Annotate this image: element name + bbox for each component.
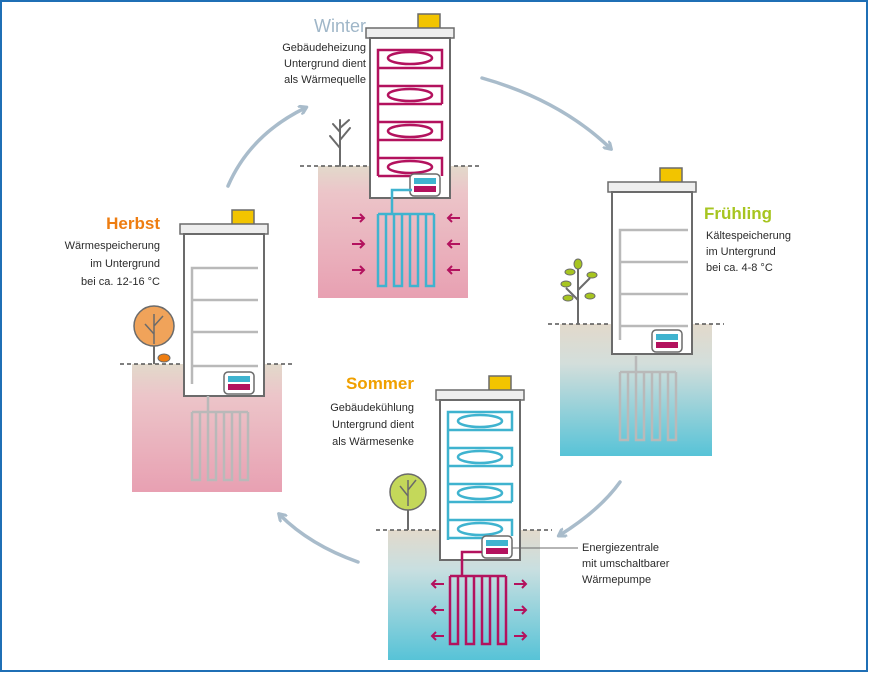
spring-line-2: im Untergrund (706, 246, 776, 258)
winter-title: Winter (313, 16, 366, 36)
summer-line-1: Gebäudekühlung (330, 402, 414, 414)
arrow-spring-to-summer (560, 480, 622, 535)
autumn-tree-icon (133, 305, 175, 364)
spring-scene (548, 167, 724, 456)
autumn-line-2: im Untergrund (90, 258, 160, 270)
spring-line-1: Kältespeicherung (706, 230, 792, 242)
summer-line-2: Untergrund dient (332, 419, 414, 431)
winter-scene (300, 13, 482, 298)
callout-line-1: Energiezentrale (582, 542, 660, 554)
autumn-scene (120, 209, 294, 492)
summer-scene (376, 375, 578, 660)
callout-line-3: Wärmepumpe (582, 574, 652, 586)
summer-building (439, 399, 521, 561)
arrow-winter-to-spring (480, 76, 610, 148)
winter-line-3: als Wärmequelle (284, 74, 366, 86)
spring-title: Frühling (704, 204, 772, 223)
young-tree-icon (560, 258, 598, 324)
winter-line-1: Gebäudeheizung (282, 42, 366, 54)
arrow-summer-to-autumn (280, 515, 360, 564)
spring-line-3: bei ca. 4-8 °C (706, 262, 773, 274)
arrow-autumn-to-winter (226, 108, 305, 188)
summer-title: Sommer (345, 374, 414, 393)
autumn-line-1: Wärmespeicherung (64, 240, 160, 252)
bare-tree-icon (329, 119, 351, 167)
autumn-title: Herbst (106, 214, 160, 233)
leafy-tree-icon (389, 473, 427, 530)
winter-building (369, 37, 451, 199)
winter-line-2: Untergrund dient (284, 58, 366, 70)
autumn-line-3: bei ca. 12-16 °C (81, 276, 160, 288)
cycle-arrows (226, 76, 622, 564)
callout-line-2: mit umschaltbarer (582, 558, 670, 570)
summer-line-3: als Wärmesenke (332, 436, 414, 448)
autumn-building (183, 233, 265, 397)
